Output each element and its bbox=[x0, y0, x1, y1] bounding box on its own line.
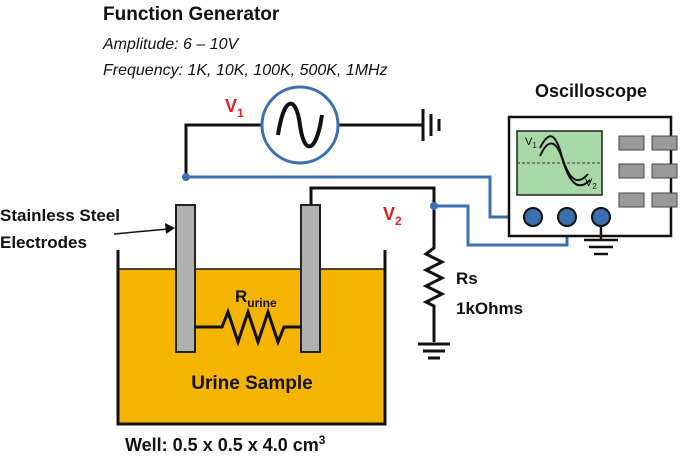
function-generator-title: Function Generator bbox=[103, 4, 280, 25]
urine-sample-label: Urine Sample bbox=[191, 373, 312, 394]
oscilloscope-title: Oscilloscope bbox=[535, 81, 647, 101]
screen-label-v2: V2 bbox=[585, 177, 597, 191]
electrode-pointer-line bbox=[113, 228, 169, 235]
v1-label: V1 bbox=[225, 96, 244, 120]
scope-button-2 bbox=[651, 135, 678, 151]
sine-wave-icon bbox=[276, 101, 324, 149]
scope-ground-connector bbox=[591, 207, 611, 227]
trace-v2 bbox=[539, 142, 591, 187]
well-container bbox=[116, 250, 387, 426]
urine-resistor bbox=[195, 307, 301, 347]
electrodes-label-line1: Stainless Steel bbox=[0, 206, 120, 225]
scope-button-4 bbox=[651, 163, 678, 179]
urine-fill bbox=[118, 269, 385, 424]
urine-resistor-label: Rurine bbox=[235, 287, 277, 310]
trace-v1 bbox=[539, 135, 589, 182]
generator-wire-left bbox=[184, 123, 262, 177]
electrodes-label-line2: Electrodes bbox=[0, 233, 87, 252]
amplitude-label: Amplitude: 6 – 10V bbox=[102, 36, 240, 53]
scope-button-6 bbox=[651, 192, 678, 208]
electrode-to-rs-wire bbox=[309, 186, 436, 240]
screen-label-v1: V1 bbox=[525, 136, 537, 150]
right-electrode bbox=[300, 204, 321, 353]
probe-wire-v1 bbox=[186, 175, 522, 219]
electrode-pointer-arrow bbox=[165, 223, 175, 234]
v2-label: V2 bbox=[383, 204, 402, 228]
rs-name: Rs bbox=[456, 269, 478, 288]
rs-resistor bbox=[422, 240, 446, 342]
frequency-label: Frequency: 1K, 10K, 100K, 500K, 1MHz bbox=[103, 62, 388, 79]
rs-value: 1kOhms bbox=[456, 299, 523, 318]
scope-button-3 bbox=[618, 163, 645, 179]
scope-channel-2-connector bbox=[557, 207, 577, 227]
scope-channel-1-connector bbox=[523, 207, 543, 227]
well-dimensions-label: Well: 0.5 x 0.5 x 4.0 cm3 bbox=[125, 433, 326, 455]
scope-button-1 bbox=[618, 135, 645, 151]
left-electrode bbox=[175, 204, 196, 353]
scope-button-5 bbox=[618, 192, 645, 208]
